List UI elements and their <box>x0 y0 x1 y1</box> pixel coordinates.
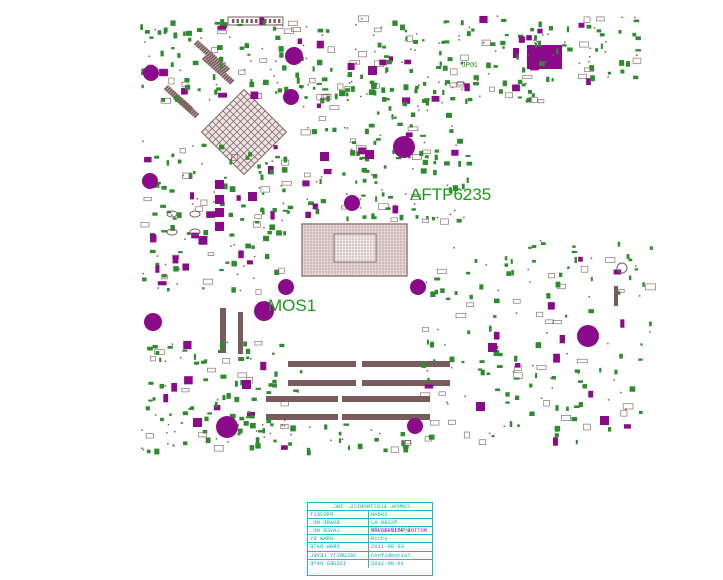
title-block-row: ISSUED DATE 2012-08-01 <box>310 559 405 568</box>
title-block-row: DRAW BY Ricky <box>308 535 432 544</box>
dimm-slots <box>266 361 450 420</box>
outline-holes <box>166 210 628 274</box>
title-block-row: SECURITY LEVEL Confidential <box>308 551 432 560</box>
title-block-row: DRAW DATE 2011-08-03 <box>308 543 432 552</box>
title-block-row: PROJECT NA502 <box>308 511 432 520</box>
vertical-connectors <box>220 286 618 354</box>
ic-reference-label: AFTP6235 <box>410 185 492 204</box>
title-block-row: LAYER NO. SOLDERSIDE_BOTTOM <box>308 527 432 536</box>
mounting-holes <box>142 47 599 438</box>
title-block-row: BOARD NO. LA-8832P REV:1.0(A00) <box>308 519 432 533</box>
cpu-bga-socket <box>301 223 408 277</box>
title-block: COMPAL ELECTRONICS, INC. PROJECT NA502 B… <box>307 502 433 576</box>
mos-reference-label: MOS1 <box>268 296 317 315</box>
top-connector <box>227 16 284 26</box>
jumper-reference-label: JP01 <box>462 62 478 69</box>
diagonal-connectors <box>163 39 235 119</box>
bga-chip-left <box>200 88 288 176</box>
title-block-company: COMPAL ELECTRONICS, INC. <box>308 503 432 512</box>
